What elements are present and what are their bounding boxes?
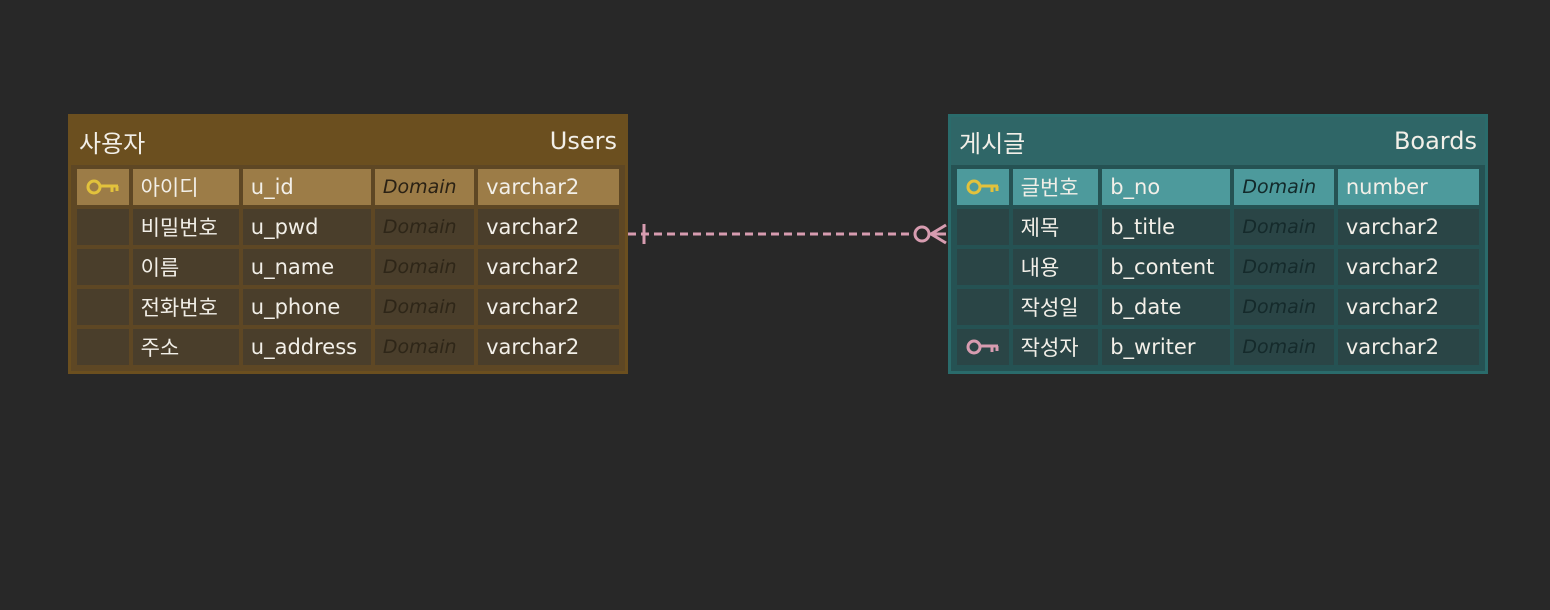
table-row[interactable]: 글번호 b_no Domain number [957, 169, 1479, 205]
entity-boards[interactable]: 게시글 Boards 글번호 b_no Domain number 제목 b_t… [948, 114, 1488, 374]
domain-cell: Domain [374, 209, 475, 245]
physical-name-cell: u_pwd [242, 209, 371, 245]
datatype-cell: varchar2 [1337, 249, 1479, 285]
key-cell [77, 249, 129, 285]
logical-name-cell: 주소 [132, 329, 239, 365]
entity-users-header[interactable]: 사용자 Users [71, 117, 625, 165]
key-cell [957, 329, 1009, 365]
domain-cell: Domain [1234, 289, 1334, 325]
table-row[interactable]: 작성일 b_date Domain varchar2 [957, 289, 1479, 325]
datatype-cell: varchar2 [478, 209, 619, 245]
physical-name-cell: b_date [1102, 289, 1231, 325]
logical-name-cell: 작성자 [1012, 329, 1099, 365]
key-cell [77, 169, 129, 205]
logical-name-cell: 비밀번호 [132, 209, 239, 245]
physical-name-cell: u_id [242, 169, 371, 205]
physical-name-cell: u_phone [242, 289, 371, 325]
primary-key-icon [966, 179, 999, 195]
key-cell [957, 209, 1009, 245]
table-row[interactable]: 비밀번호 u_pwd Domain varchar2 [77, 209, 619, 245]
domain-cell: Domain [374, 249, 475, 285]
table-row[interactable]: 이름 u_name Domain varchar2 [77, 249, 619, 285]
physical-name-cell: b_content [1102, 249, 1231, 285]
table-row[interactable]: 주소 u_address Domain varchar2 [77, 329, 619, 365]
entity-boards-physical-name: Boards [1393, 127, 1477, 155]
domain-cell: Domain [1234, 209, 1334, 245]
physical-name-cell: u_address [242, 329, 371, 365]
logical-name-cell: 아이디 [132, 169, 239, 205]
logical-name-cell: 이름 [132, 249, 239, 285]
datatype-cell: varchar2 [478, 289, 619, 325]
primary-key-icon [86, 179, 119, 195]
key-cell [77, 329, 129, 365]
datatype-cell: varchar2 [1337, 209, 1479, 245]
datatype-cell: varchar2 [1337, 289, 1479, 325]
domain-cell: Domain [374, 169, 475, 205]
datatype-cell: varchar2 [478, 169, 619, 205]
table-row[interactable]: 아이디 u_id Domain varchar2 [77, 169, 619, 205]
logical-name-cell: 작성일 [1012, 289, 1099, 325]
table-row[interactable]: 내용 b_content Domain varchar2 [957, 249, 1479, 285]
foreign-key-icon [966, 339, 999, 355]
logical-name-cell: 전화번호 [132, 289, 239, 325]
entity-boards-header[interactable]: 게시글 Boards [951, 117, 1485, 165]
datatype-cell: varchar2 [1337, 329, 1479, 365]
key-cell [957, 249, 1009, 285]
physical-name-cell: b_writer [1102, 329, 1231, 365]
table-row[interactable]: 제목 b_title Domain varchar2 [957, 209, 1479, 245]
table-row[interactable]: 전화번호 u_phone Domain varchar2 [77, 289, 619, 325]
key-cell [957, 169, 1009, 205]
entity-boards-columns: 글번호 b_no Domain number 제목 b_title Domain… [951, 165, 1485, 365]
key-cell [77, 289, 129, 325]
physical-name-cell: b_title [1102, 209, 1231, 245]
domain-cell: Domain [1234, 249, 1334, 285]
datatype-cell: varchar2 [478, 329, 619, 365]
key-cell [957, 289, 1009, 325]
entity-users-logical-name: 사용자 [79, 129, 146, 158]
logical-name-cell: 글번호 [1012, 169, 1099, 205]
domain-cell: Domain [1234, 169, 1334, 205]
logical-name-cell: 제목 [1012, 209, 1099, 245]
entity-boards-logical-name: 게시글 [959, 129, 1026, 158]
table-row[interactable]: 작성자 b_writer Domain varchar2 [957, 329, 1479, 365]
crowfoot-lower [930, 232, 947, 245]
domain-cell: Domain [374, 289, 475, 325]
domain-cell: Domain [374, 329, 475, 365]
entity-users-physical-name: Users [549, 127, 617, 155]
logical-name-cell: 내용 [1012, 249, 1099, 285]
datatype-cell: number [1337, 169, 1479, 205]
physical-name-cell: b_no [1102, 169, 1231, 205]
physical-name-cell: u_name [242, 249, 371, 285]
domain-cell: Domain [1234, 329, 1334, 365]
zero-cardinality-mark [913, 225, 931, 243]
entity-users[interactable]: 사용자 Users 아이디 u_id Domain varchar2 비밀번호 … [68, 114, 628, 374]
datatype-cell: varchar2 [478, 249, 619, 285]
entity-users-columns: 아이디 u_id Domain varchar2 비밀번호 u_pwd Doma… [71, 165, 625, 365]
key-cell [77, 209, 129, 245]
